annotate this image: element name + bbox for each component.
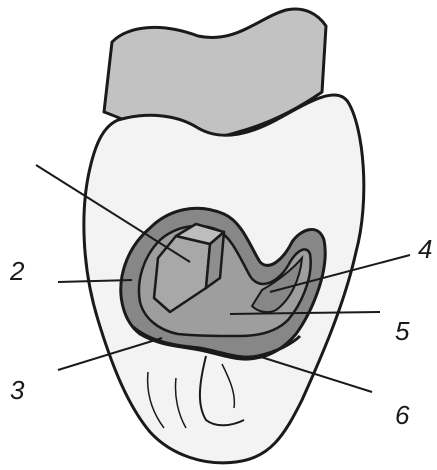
label-5: 5	[395, 318, 409, 344]
label-6: 6	[395, 402, 409, 428]
label-2: 2	[10, 258, 24, 284]
label-4: 4	[418, 236, 432, 262]
label-3: 3	[10, 377, 24, 403]
